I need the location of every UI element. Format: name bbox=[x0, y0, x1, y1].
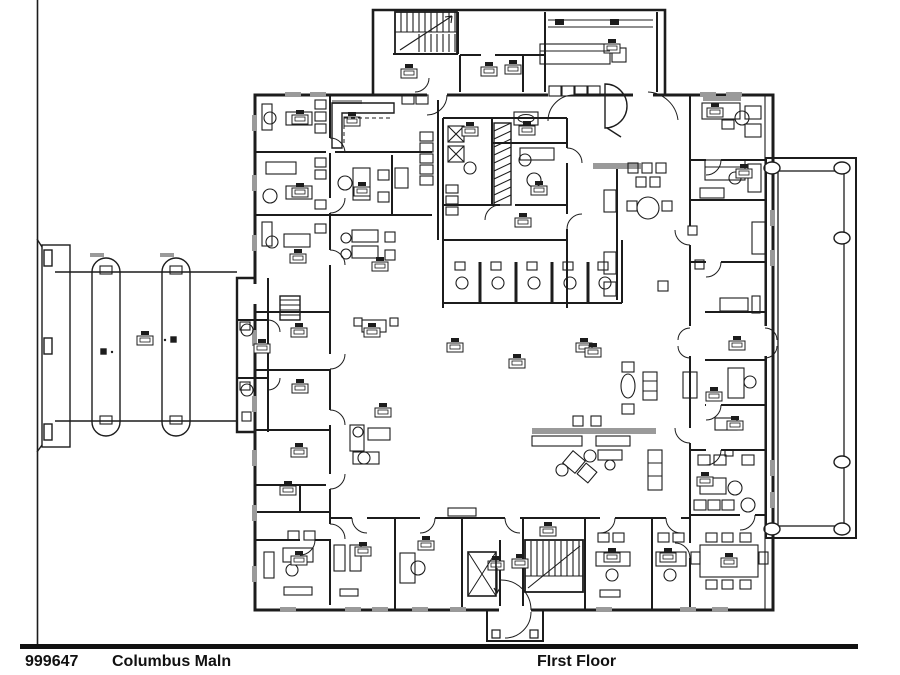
fixed-details bbox=[331, 19, 745, 597]
sink bbox=[517, 114, 535, 123]
room-label-mark bbox=[290, 323, 308, 338]
room-label-mark bbox=[518, 121, 536, 136]
oval-table bbox=[620, 373, 636, 399]
window-sills bbox=[90, 92, 775, 612]
room-label-mark bbox=[290, 551, 308, 566]
room-label-mark bbox=[400, 64, 418, 79]
room-label-mark bbox=[603, 548, 621, 563]
room-label-mark bbox=[659, 548, 677, 563]
room-label-mark bbox=[291, 183, 309, 198]
west-bump-outline bbox=[235, 276, 255, 434]
room-label-mark bbox=[353, 182, 371, 197]
title-block: 999647 Columbus Maln FIrst Floor bbox=[25, 653, 616, 670]
room-label-mark bbox=[720, 553, 738, 568]
room-label-mark bbox=[508, 354, 526, 369]
room-label-mark bbox=[735, 164, 753, 179]
interior-walls bbox=[237, 12, 765, 610]
elevator-shaft bbox=[467, 551, 497, 597]
west-canopy bbox=[36, 238, 237, 453]
title-block-rule bbox=[20, 644, 858, 649]
room-label-mark bbox=[279, 481, 297, 496]
canopy-island bbox=[161, 257, 191, 437]
building-name: Columbus Maln bbox=[112, 653, 231, 670]
room-label-mark bbox=[706, 103, 724, 118]
sheet-title: FIrst Floor bbox=[537, 653, 616, 670]
room-label-mark bbox=[417, 536, 435, 551]
room-label-mark bbox=[511, 554, 529, 569]
north-wing-outline bbox=[371, 8, 667, 95]
room-label-mark bbox=[504, 60, 522, 75]
room-label-mark bbox=[136, 331, 154, 346]
stairs bbox=[279, 11, 584, 593]
room-label-mark bbox=[374, 403, 392, 418]
door-openings bbox=[251, 51, 770, 614]
room-label-mark bbox=[343, 112, 361, 127]
sheet-frame bbox=[20, 0, 858, 649]
room-label-mark bbox=[446, 338, 464, 353]
room-label-mark bbox=[363, 323, 381, 338]
east-porch bbox=[763, 157, 857, 539]
room-label-mark bbox=[539, 522, 557, 537]
room-label-mark bbox=[291, 110, 309, 125]
reception-counter bbox=[331, 102, 395, 149]
room-label-mark bbox=[253, 339, 271, 354]
room-label-marks bbox=[136, 39, 753, 571]
room-label-mark bbox=[603, 39, 621, 54]
canopy-island bbox=[91, 257, 121, 437]
curved-entry-vestibule bbox=[604, 83, 628, 129]
room-label-mark bbox=[371, 257, 389, 272]
room-label-mark bbox=[290, 443, 308, 458]
room-label-mark bbox=[705, 387, 723, 402]
project-number: 999647 bbox=[25, 653, 78, 670]
room-label-mark bbox=[514, 213, 532, 228]
room-label-mark bbox=[584, 343, 602, 358]
room-label-mark bbox=[726, 416, 744, 431]
room-label-mark bbox=[289, 249, 307, 264]
direction-arrow bbox=[493, 568, 501, 595]
room-label-mark bbox=[696, 472, 714, 487]
room-label-mark bbox=[461, 122, 479, 137]
room-label-mark bbox=[728, 336, 746, 351]
room-label-mark bbox=[530, 181, 548, 196]
room-label-mark bbox=[291, 379, 309, 394]
shelving-hatched bbox=[493, 122, 512, 206]
room-label-mark bbox=[354, 542, 372, 557]
room-label-mark bbox=[480, 62, 498, 77]
